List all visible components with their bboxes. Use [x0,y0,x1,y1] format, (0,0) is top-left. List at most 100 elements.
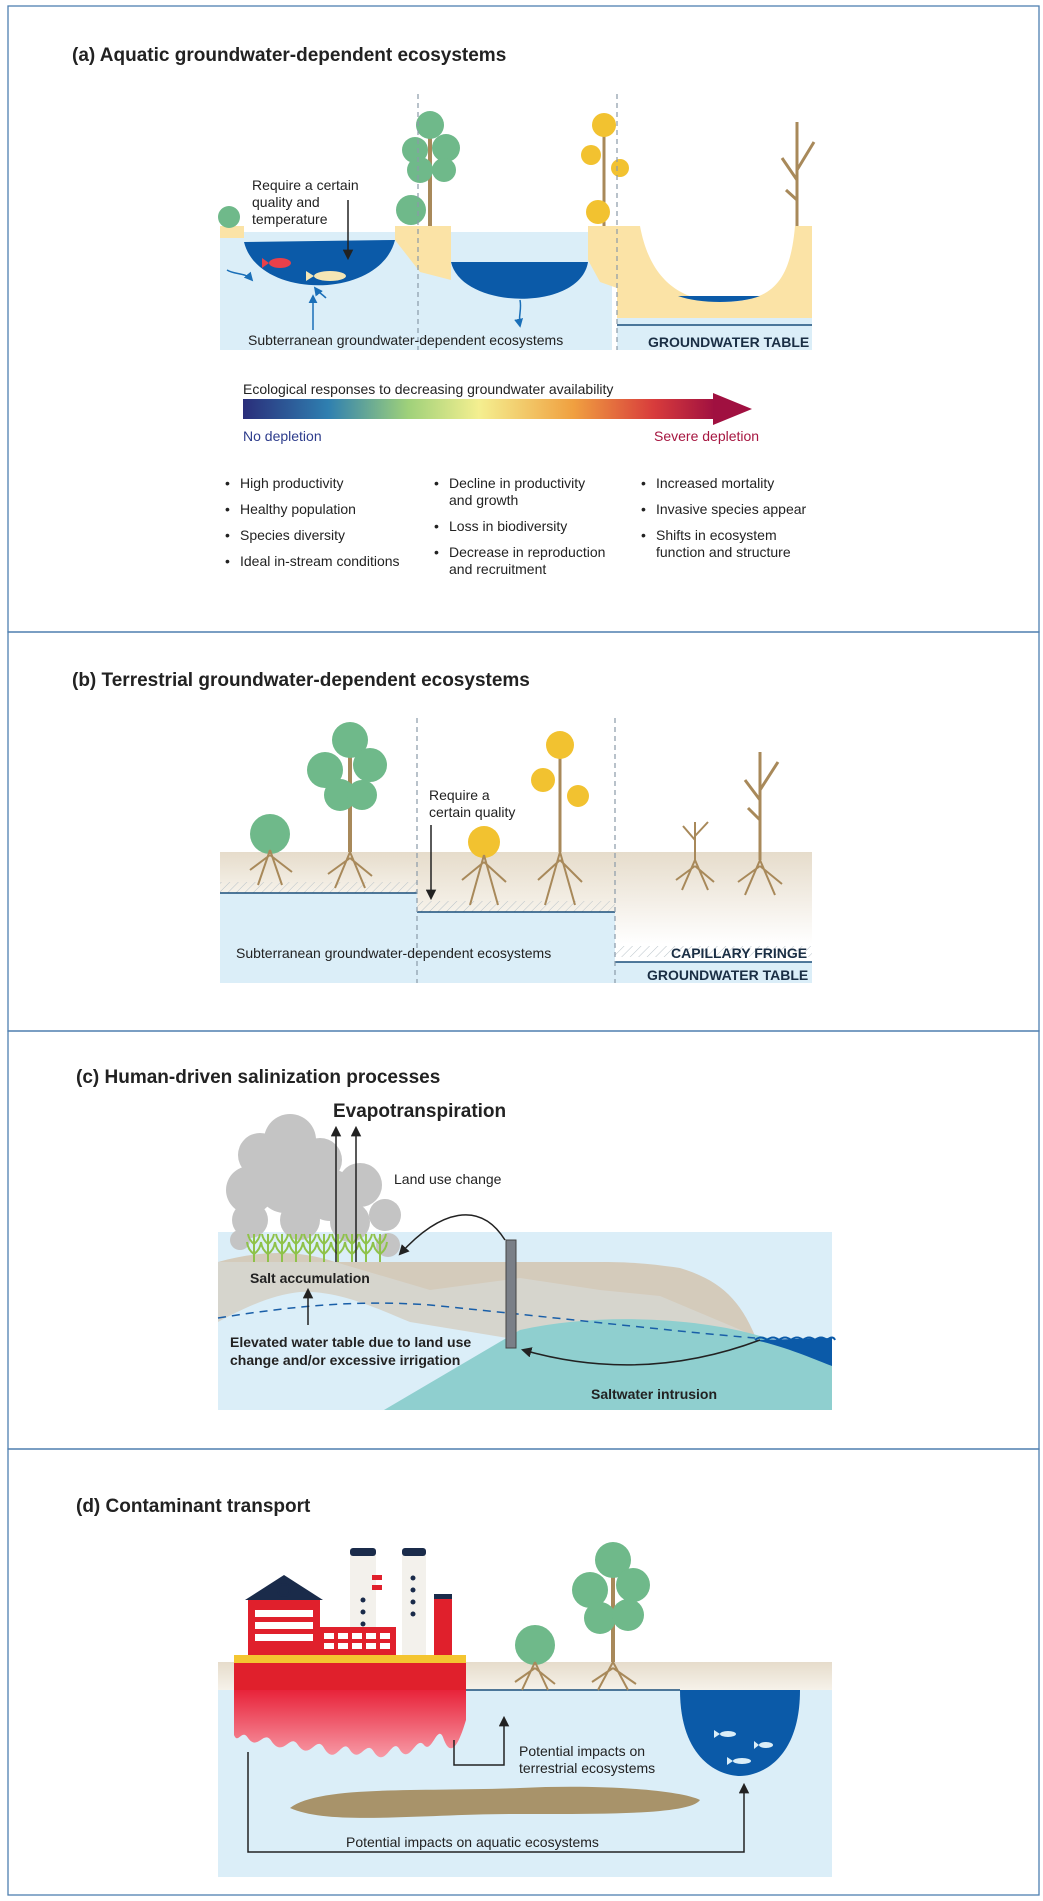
contaminant-plume [290,1786,700,1818]
dry-streambed [617,226,812,318]
terrestrial-line-2: terrestrial ecosystems [519,1760,655,1776]
crop-icon [358,1233,374,1262]
crop-icon [302,1233,318,1262]
no-depletion-label: No depletion [243,428,322,444]
flow-arrow [514,299,524,328]
bullet-dot: • [225,553,230,569]
ocean [755,1338,832,1366]
capillary-fringe-band [220,882,417,893]
sand-bank [395,226,451,280]
groundwater-zone [417,912,615,983]
stream-pool-shallow [678,296,760,302]
contaminant-leak [234,1690,466,1758]
bullet-dot: • [641,501,646,517]
shrub-with-roots-icon [514,1625,556,1691]
bullet-dot: • [225,501,230,517]
pond [680,1690,800,1776]
response-item: Species diversity [240,527,345,543]
panel-a-title: (a) Aquatic groundwater-dependent ecosys… [72,45,506,66]
panel-c-title: (c) Human-driven salinization processes [76,1067,440,1088]
response-item: Healthy population [240,501,356,517]
response-columns: • High productivity • Healthy population • Sp… [225,475,807,577]
response-item: Loss in biodiversity [449,518,567,534]
green-tree-with-roots-icon [572,1542,650,1691]
requirement-b-line-2: certain quality [429,804,515,820]
terrestrial-line-1: Potential impacts on [519,1743,645,1759]
evapotranspiration-label: Evapotranspiration [333,1101,506,1122]
groundwater-table-label-b: GROUNDWATER TABLE [647,967,808,983]
crop-icon [330,1233,346,1262]
dead-tree-with-roots-icon [737,752,783,896]
land-use-change-arrow [398,1214,506,1256]
flow-arrow [313,286,327,299]
panel-b-title: (b) Terrestrial groundwater-dependent ec… [72,670,530,691]
panel-b: (b) Terrestrial groundwater-dependent ec… [72,670,812,983]
panel-c: (c) Human-driven salinization processes [76,1067,836,1410]
fish-tail-icon [262,258,269,268]
stream-pool [244,240,395,286]
panel-a: (a) Aquatic groundwater-dependent ecosys… [72,45,816,577]
ocean-waves [754,1336,836,1342]
depletion-gradient-arrowhead [713,393,752,425]
soil-layer [615,852,812,944]
response-item: Invasive species appear [656,501,807,517]
stream-pool [451,262,588,299]
fish-tail-icon [306,271,314,281]
depletion-gradient-bar [243,399,715,419]
evapotranspiration-cloud-icon [226,1114,401,1257]
response-item: High productivity [240,475,344,491]
factory-icon [234,1548,466,1690]
terrestrial-impact-arrow [453,1715,510,1766]
shrub-with-roots-icon [249,814,293,886]
capillary-fringe-band [417,901,615,912]
requirement-b-line-1: Require a [429,787,490,803]
groundwater-zone [615,962,812,983]
elevated-line-2: change and/or excessive irrigation [230,1352,460,1368]
crop-icon [274,1233,290,1262]
gradient-title: Ecological responses to decreasing groun… [243,381,613,397]
requirement-line-1: Require a certain [252,177,359,193]
sand-bank [588,226,617,288]
elevated-line-1: Elevated water table due to land use [230,1334,471,1350]
bullet-dot: • [641,475,646,491]
bullet-dot: • [225,475,230,491]
yellow-tree-with-roots-icon [531,731,589,906]
yellow-shrub-with-roots-icon [461,826,507,906]
requirement-line-3: temperature [252,211,328,227]
dead-tree-icon [780,122,816,226]
saltwater-intrusion-arrow [520,1339,761,1366]
fish-icon [269,258,291,268]
crop-icon [288,1233,304,1262]
shrub-icon [218,206,240,228]
shrub-icon [396,195,426,225]
bullet-dot: • [434,544,439,560]
crop-icon [260,1233,276,1262]
subterranean-label-b: Subterranean groundwater-dependent ecosy… [236,945,551,961]
subterranean-label-a: Subterranean groundwater-dependent ecosy… [248,332,563,348]
salt-accumulation-label: Salt accumulation [250,1270,370,1286]
green-tree-with-roots-icon [307,722,387,889]
saltwater-intrusion-label: Saltwater intrusion [591,1386,717,1402]
bullet-dot: • [641,527,646,543]
crops [246,1233,388,1262]
crop-icon [246,1233,262,1262]
land-use-change-label: Land use change [394,1171,502,1187]
flow-arrow [226,269,254,282]
bullet-dot: • [434,518,439,534]
aquatic-impacts-label: Potential impacts on aquatic ecosystems [346,1834,599,1850]
bullet-dot: • [434,475,439,491]
response-item: Increased mortality [656,475,774,491]
capillary-fringe-label: CAPILLARY FRINGE [671,945,807,961]
panel-d: (d) Contaminant transport [76,1496,832,1877]
groundwater-table-label-a: GROUNDWATER TABLE [648,334,809,350]
groundwater-zone-right [617,318,812,350]
dead-shrub-with-roots-icon [675,821,715,891]
groundwater-zone [220,893,417,983]
severe-depletion-label: Severe depletion [654,428,759,444]
capillary-fringe-band [615,946,812,957]
